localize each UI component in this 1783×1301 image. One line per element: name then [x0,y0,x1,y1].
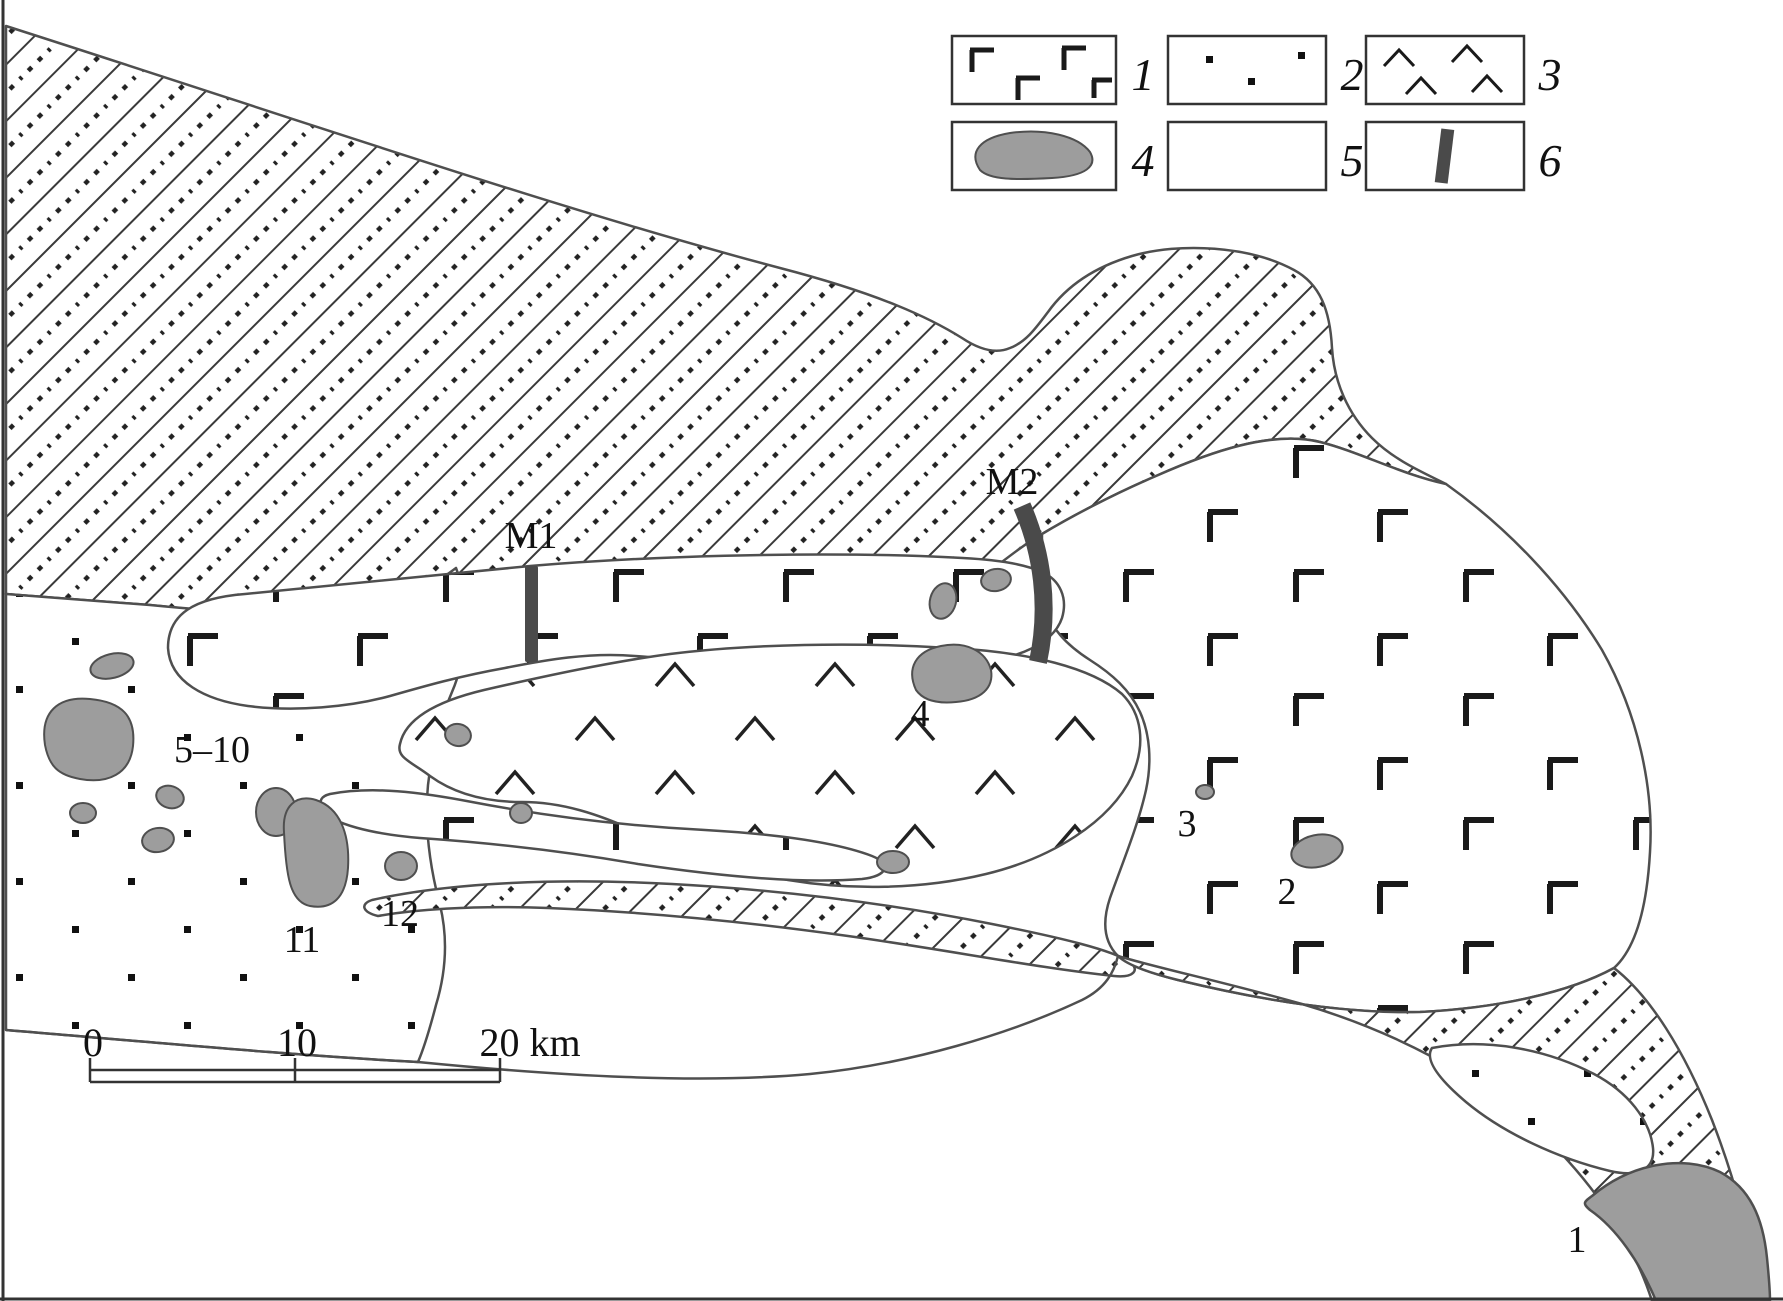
gray-body [282,797,350,908]
gray-body [141,826,175,854]
gray-body [444,722,472,748]
legend-label-6: 6 [1539,135,1562,186]
legend-label-1: 1 [1132,49,1155,100]
bracket-pattern-icon [969,45,1112,100]
legend-swatch-bracket [950,34,1118,106]
label-site-1: 1 [1568,1219,1587,1261]
legend-swatch-dots [1166,34,1328,106]
legend-label-5: 5 [1341,135,1364,186]
region-chevron-lens [398,643,1142,889]
gray-body-icon [974,130,1094,181]
legend-swatch-chevrons [1364,34,1526,106]
legend-label-2: 2 [1341,49,1364,100]
legend-label-3: 3 [1538,49,1562,100]
scale-tick-0: 0 [83,1020,103,1065]
legend-swatch-hatch [1166,120,1328,192]
dike-m1 [525,566,538,662]
region-hatch-southeast-lobe [1116,954,1760,1301]
label-m1: M1 [505,515,558,557]
gray-body [43,697,135,782]
gray-body [1195,784,1215,800]
gray-body [980,567,1012,593]
legend: 1 2 3 4 5 6 [950,34,1562,192]
gray-body [911,643,993,704]
label-site-4: 4 [911,693,930,735]
dike-bar-icon [1434,128,1455,184]
scale-tick-20km: 20 km [479,1020,580,1065]
region-dots-southeast [1428,1042,1655,1175]
gray-body [89,652,135,680]
gray-body [509,802,533,824]
label-site-2: 2 [1278,871,1297,913]
gray-body [69,802,97,824]
gray-body [1290,833,1344,869]
dike-m2 [1013,502,1053,664]
gray-body-southeast-corner [1583,1161,1772,1301]
label-m2: M2 [986,461,1039,503]
gray-body [928,582,958,620]
gray-body [155,784,185,810]
scale-bar: 0 10 20 km [83,1020,581,1084]
region-hatch-lower-strip [363,880,1136,978]
scale-tick-10: 10 [277,1020,317,1065]
chevron-pattern-icon [1382,43,1504,96]
dot-pattern-icon [1206,52,1305,85]
label-site-12: 12 [381,893,419,935]
legend-label-4: 4 [1132,135,1155,186]
map-south-boundary [5,955,1120,1080]
gray-body [384,851,418,881]
label-site-3: 3 [1178,803,1197,845]
label-site-5-10: 5–10 [174,729,250,771]
label-site-11: 11 [284,919,321,961]
gray-body [876,850,910,874]
